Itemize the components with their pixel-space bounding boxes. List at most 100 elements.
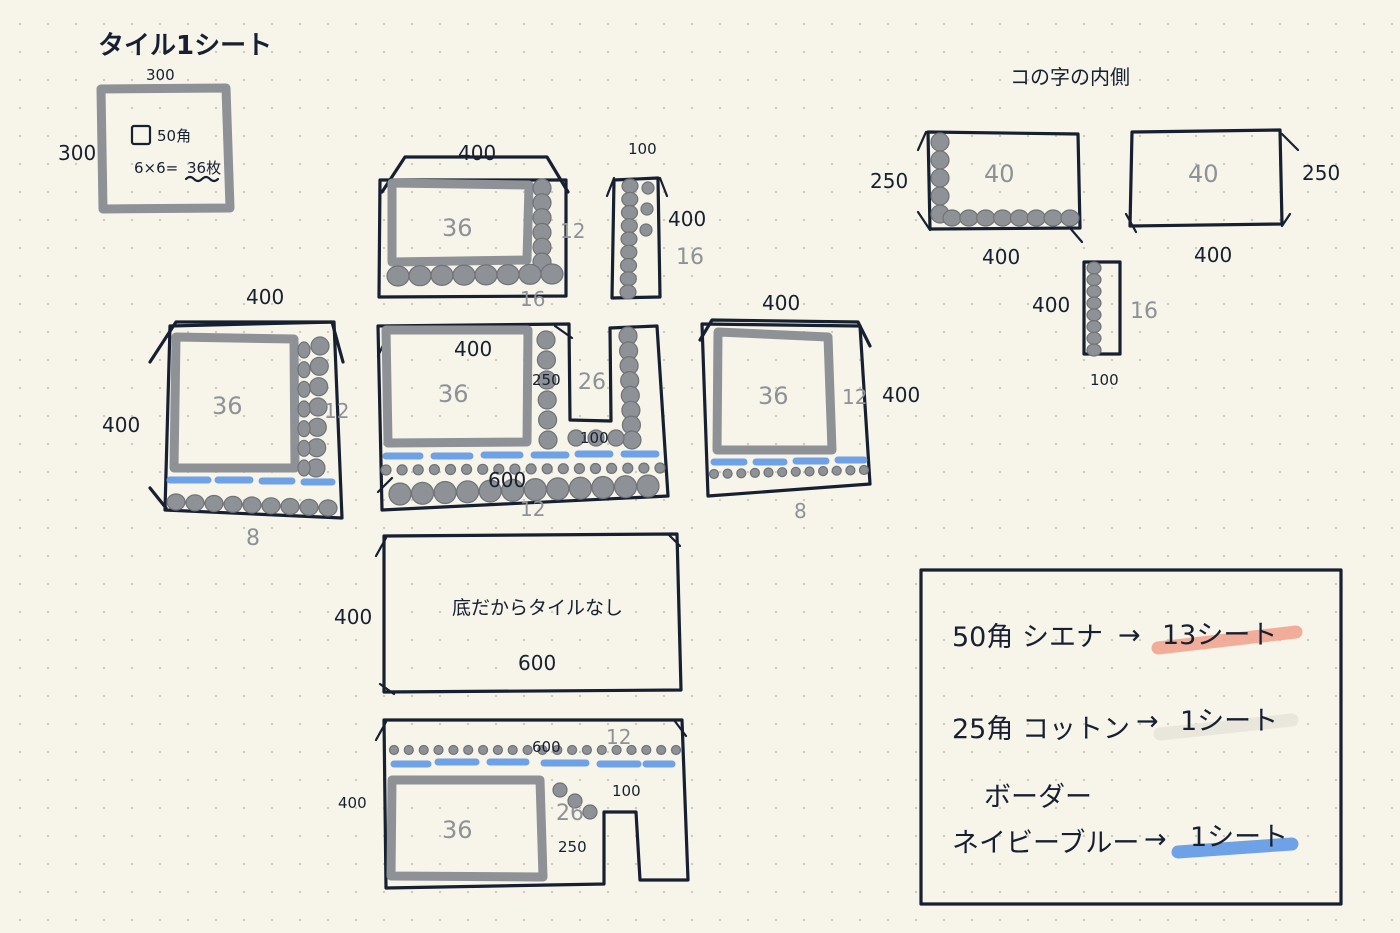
tile-dot [654,462,666,474]
summary-row2-value: 1シート [1180,706,1278,737]
panel-b-dots [386,178,564,287]
tile-dot [536,330,556,350]
tile-dot [410,481,435,505]
tile-square-icon [130,124,152,146]
tile-dot [478,744,489,756]
tile-dot [1086,261,1102,275]
tile-dot [388,744,400,756]
inner-side: コの字の内側 250 40 400 250 40 400 400 16 100 [870,65,1340,389]
tile-dot [959,209,979,227]
tile-dot [297,380,311,398]
panel-c: 100 400 16 [605,140,706,300]
tile-dot [507,744,518,756]
panel-g-top-width: 600 [532,738,561,756]
panel-f-note: 底だからタイルなし [452,597,623,619]
panel-c-outline [610,176,662,300]
tile-dot [1086,273,1102,287]
tile-dot [763,467,774,478]
tile-dot [525,463,537,475]
panel-a: 400 400 36 12 8 [102,285,349,551]
summary-row3-arrow: → [1144,824,1167,855]
tile-dot [242,496,262,514]
tile-dot [388,482,412,506]
panel-g-top-count: 12 [606,725,631,749]
panel-d-notch-count: 26 [578,370,606,395]
panel-a-top-arc [148,320,345,364]
tile-dot [567,793,583,809]
panel-g: 400 600 12 36 26 100 250 [338,718,690,890]
panel-b-outline [377,178,568,299]
tile-dot [656,744,667,756]
highlight-blue [1171,837,1299,859]
tile-dot [568,476,593,500]
panel-e: 400 36 12 400 8 [698,291,920,523]
tile-dot [619,257,638,274]
tile-dot [708,468,720,480]
tile-dot [1009,209,1030,227]
summary-row3-value: 1シート [1190,822,1288,853]
tile-dot [297,439,311,457]
tile-dot [1086,331,1102,345]
tile-dot [509,463,521,475]
tile-dot [463,744,474,756]
panel-f-outline [382,532,683,694]
summary-row3-label-2: ネイビーブルー [952,828,1139,859]
tile-dot [620,231,638,247]
tile-dot [942,209,962,227]
panel-c-side-label: 16 [676,245,704,270]
tile-dot [620,244,638,260]
panel-g-outline [382,718,690,890]
inner-box-2-bottom-label: 400 [1194,243,1232,267]
tile-dot [626,744,637,756]
tile-dot [611,744,622,756]
panel-d-bottom-label: 12 [520,497,545,521]
highlight-beige [1153,713,1299,741]
tile-dot [1026,209,1046,227]
inner-box-1-center-label: 40 [984,160,1015,188]
summary-box: 50角 シエナ → 13シート 25角 コットン → 1シート ボーダー ネイビ… [919,568,1343,906]
tile-dot [1060,209,1080,227]
panel-c-top-label: 100 [628,140,657,158]
panel-g-notch-count: 26 [556,801,584,826]
tile-dot [412,464,424,476]
summary-row1-value: 13シート [1162,620,1277,651]
inner-box-3-side-label: 16 [1130,299,1158,324]
panel-e-outline [700,322,872,498]
panel-e-bottom-label: 8 [794,499,807,523]
inner-box-1-bottom-label: 400 [982,245,1020,269]
tile-dot [992,209,1013,227]
tile-dot [297,420,311,438]
tile-dot [299,498,319,516]
panel-g-left-label: 400 [338,794,367,812]
tile-sheet-width-label: 300 [146,66,175,84]
tile-dot [831,465,842,476]
tile-dot [518,263,542,285]
tile-dot [804,466,815,477]
tile-dot [477,463,489,475]
tile-dot [536,350,557,370]
panel-c-dots [619,178,655,300]
panel-d-center-label: 36 [438,380,469,408]
tile-dot [591,475,615,500]
panel-a-tile-frame [169,332,300,473]
inner-box-1-dots [930,132,1080,227]
tile-dot [622,430,642,450]
tile-dot [641,181,655,195]
panel-a-center-label: 36 [212,392,243,420]
tile-dot [433,744,444,756]
panel-g-center-label: 36 [442,816,473,844]
panel-b-bottom-label: 16 [520,287,545,311]
panel-g-border-line [390,758,676,768]
tile-dot [297,459,311,477]
tile-dot [546,477,570,501]
panel-g-tile-frame [386,775,548,882]
tile-dot [722,468,733,479]
summary-row2-arrow: → [1136,706,1159,737]
panel-f-width-label: 600 [518,651,556,675]
tile-sheet-height-label: 300 [58,141,96,165]
panel-d-notch-width: 100 [580,429,609,447]
inner-box-1: 250 40 400 [870,130,1084,269]
panel-e-right-label: 400 [882,383,920,407]
panel-d-inner-side-label: 250 [532,371,561,389]
panel-d: 400 36 250 26 100 600 12 [376,322,670,521]
